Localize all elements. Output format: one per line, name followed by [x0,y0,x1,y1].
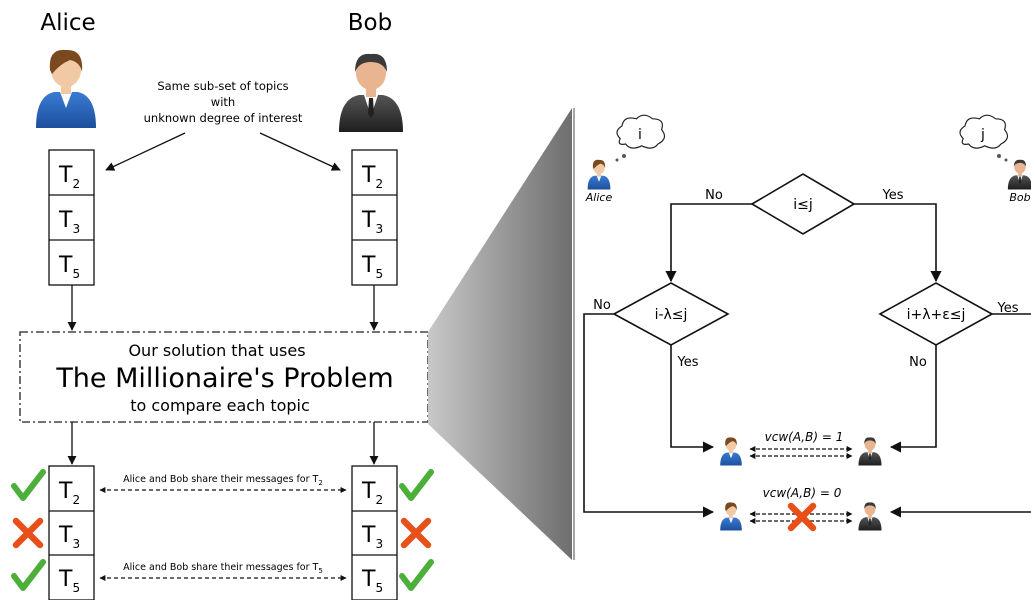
topic-label: T5 [361,253,383,281]
flow-no-right [889,345,937,453]
alice-icon [36,49,96,129]
topic-label: T2 [361,479,383,507]
decision-left-text: i-λ≤j [655,307,688,323]
result-match-text: vcw(A,B) = 1 [765,430,844,444]
bob-name: Bob [348,10,392,36]
share-text-t5: Alice and Bob share their messages for T… [123,562,323,575]
flow-no-left [583,313,715,518]
zoom-beam [428,108,572,560]
solution-title: The Millionaire's Problem [55,363,393,394]
label-yes-left: Yes [677,355,699,370]
bob-check-mark-icon [399,559,434,591]
bob-topic-stack: T2 T3 T5 [351,149,398,286]
label-no-left: No [593,298,611,313]
arrow-to-alice-topics [105,132,186,171]
topic-label: T2 [58,163,80,191]
bob-result-icon [858,437,882,466]
alice-result-icon [720,437,742,466]
decision-left [612,282,730,346]
topic-label: T3 [58,523,80,551]
bob-result-icon [858,502,882,531]
arrow-to-bob-topics [259,132,341,171]
bob-icon [339,53,403,133]
alice-thought-value: i [638,127,642,143]
alice-small-icon [587,159,611,190]
label-no-right: No [909,355,927,370]
alice-check-mark-icon [11,469,46,501]
intro-text-line3: unknown degree of interest [144,111,303,125]
alice-flow-label: Alice [585,191,613,204]
topic-label: T5 [58,253,80,281]
bob-small-icon [1007,159,1031,190]
result-nomatch-text: vcw(A,B) = 0 [763,486,842,500]
bob-result-stack: T2 T3 T5 [351,465,398,600]
topic-label: T2 [361,163,383,191]
alice-topic-stack: T2 T3 T5 [48,149,95,286]
topic-label: T5 [58,567,80,595]
bob-flow-label: Bob [1009,191,1030,204]
topic-label: T3 [361,208,383,236]
alice-name: Alice [40,10,95,36]
flow-yes-top [854,203,942,283]
bob-cross-mark-icon [400,517,432,549]
flow-no-top [665,203,752,283]
decision-top-text: i≤j [793,197,813,213]
topic-label: T5 [361,567,383,595]
label-yes-right: Yes [997,301,1019,316]
intro-text-line1: Same sub-set of topics [157,79,288,93]
blocked-exchange-cross-icon [787,502,817,532]
intro-text-line2: with [211,95,235,109]
share-text-t2: Alice and Bob share their messages for T… [123,474,323,487]
alice-result-icon [720,502,742,531]
bob-check-mark-icon [399,469,434,501]
flow-yes-left [670,345,715,453]
alice-cross-mark-icon [12,517,44,549]
topic-label: T3 [58,208,80,236]
alice-check-mark-icon [11,559,46,591]
alice-result-stack: T2 T3 T5 [48,465,95,600]
bob-thought-value: j [980,127,985,143]
solution-line3: to compare each topic [130,396,310,415]
solution-line1: Our solution that uses [128,341,305,360]
decision-right-text: i+λ+ε≤j [907,307,966,323]
topic-label: T2 [58,479,80,507]
topic-label: T3 [361,523,383,551]
solution-box [19,331,429,423]
label-yes-top: Yes [882,188,904,203]
label-no-top: No [705,188,723,203]
